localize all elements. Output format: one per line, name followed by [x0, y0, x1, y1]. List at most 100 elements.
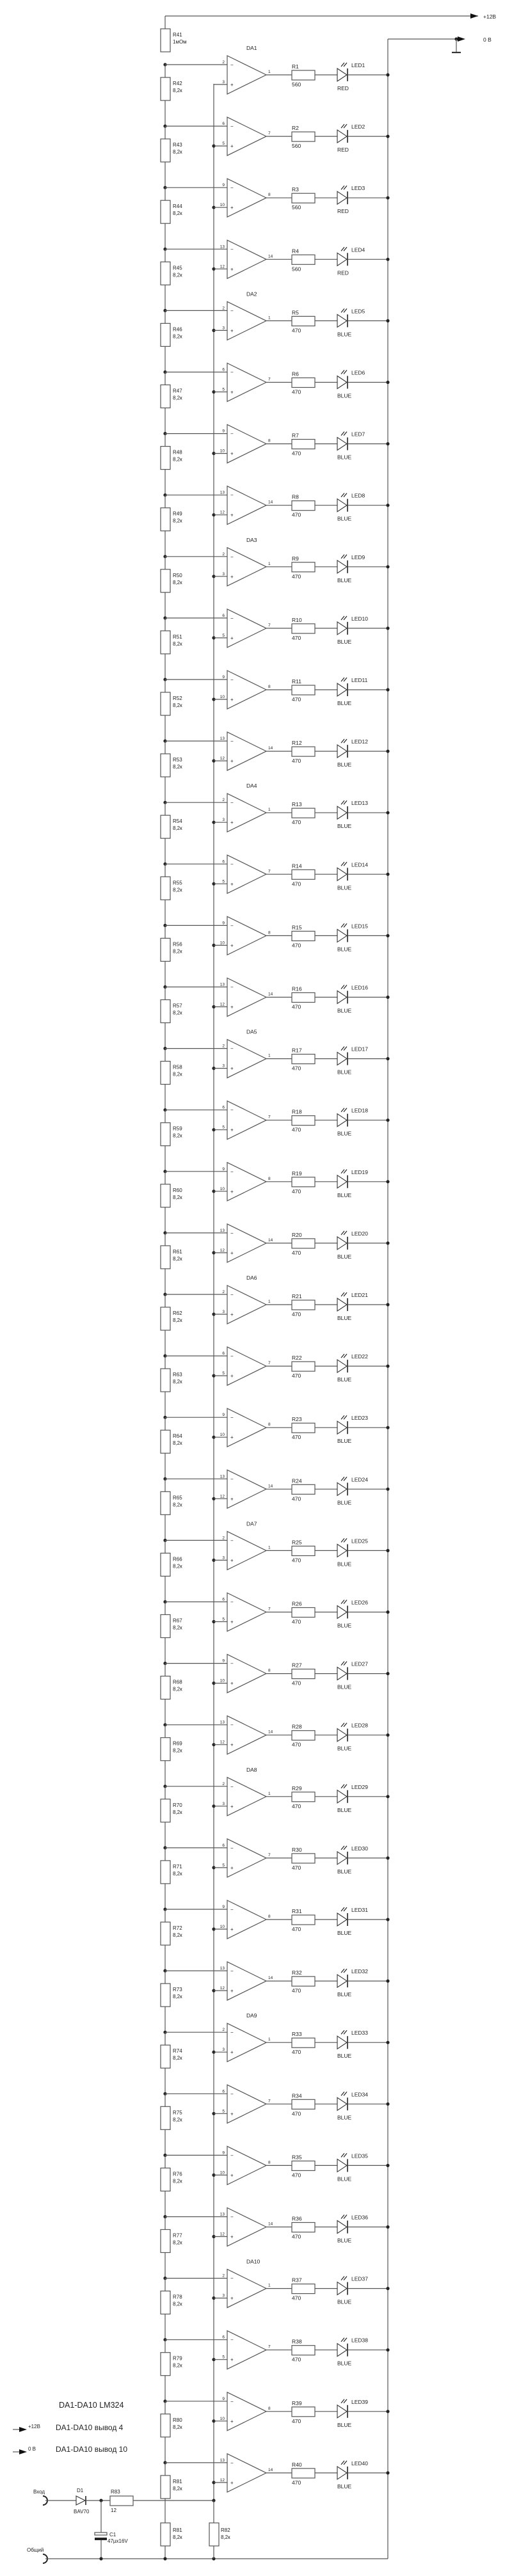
divider-resistor: [160, 261, 171, 285]
minus-sign: −: [230, 1722, 234, 1728]
pin-number: 10: [220, 449, 225, 454]
resistor-ref: R74: [173, 2048, 182, 2054]
resistor-value: 8,2к: [173, 1133, 182, 1139]
led-icon: [337, 1297, 348, 1312]
led-color: BLUE: [337, 1561, 352, 1567]
led-icon: [337, 1420, 348, 1435]
resistor-value: 8,2к: [173, 1072, 182, 1077]
resistor-ref: R27: [292, 1662, 302, 1669]
current-limit-resistor: [291, 2406, 316, 2417]
led-ref: LED32: [351, 1968, 368, 1975]
pin-number: 1: [268, 2284, 271, 2288]
led-icon: [337, 867, 348, 882]
led-color: BLUE: [337, 1376, 352, 1383]
plus-sign: +: [230, 1373, 234, 1379]
resistor-value: 8,2к: [173, 1195, 182, 1200]
junction-dot: [386, 1672, 390, 1676]
led-icon: [337, 2220, 348, 2234]
resistor-ref: R64: [173, 1433, 182, 1439]
resistor-ref: R22: [292, 1355, 302, 1361]
resistor-ref: R36: [292, 2216, 302, 2222]
current-limit-resistor: [291, 992, 316, 1003]
divider-resistor: [160, 1184, 171, 1208]
divider-resistor: [160, 692, 171, 716]
resistor-value: 470: [292, 327, 301, 333]
common-label: Общий: [27, 2547, 44, 2553]
pin-number: 13: [220, 1721, 225, 1725]
resistor-value: 8,2к: [173, 272, 182, 278]
pin-number: 9: [222, 1905, 225, 1909]
pin-number: 13: [220, 2213, 225, 2217]
plus-sign: +: [230, 1127, 234, 1133]
pin-number: 6: [222, 2089, 225, 2094]
led-ref: LED15: [351, 923, 368, 929]
resistor-ref: R44: [173, 203, 182, 209]
resistor-value: 470: [292, 1557, 301, 1563]
light-emission-icon: [340, 1600, 348, 1604]
current-limit-resistor: [291, 1422, 316, 1433]
divider-resistor: [160, 2413, 171, 2438]
pin-number: 14: [268, 1730, 273, 1735]
light-emission-icon: [340, 2460, 348, 2465]
resistor-ref: R80: [173, 2417, 182, 2423]
opamp-triangle-icon: [227, 670, 268, 710]
minus-sign: −: [230, 1046, 234, 1052]
plus-sign: +: [230, 2357, 234, 2363]
current-limit-resistor: [291, 70, 316, 81]
resistor-value: 470: [292, 1680, 301, 1687]
opamp-triangle-icon: [227, 1592, 268, 1632]
input-label: Вход: [33, 2489, 45, 2495]
current-limit-resistor: [291, 377, 316, 388]
resistor-ref: R56: [173, 941, 182, 947]
led-ref: LED19: [351, 1169, 368, 1175]
pin-number: 10: [220, 2170, 225, 2175]
current-limit-resistor: [291, 1976, 316, 1987]
light-emission-icon: [340, 985, 348, 989]
resistor-ref: R62: [173, 1310, 182, 1316]
minus-sign: −: [230, 1784, 234, 1790]
led-ref: LED8: [351, 493, 365, 499]
led-ref: LED4: [351, 246, 365, 253]
light-emission-icon: [340, 2337, 348, 2342]
resistor-ref: R50: [173, 573, 182, 578]
minus-sign: −: [230, 308, 234, 314]
led-ref: LED37: [351, 2276, 368, 2282]
pin-number: 13: [220, 2458, 225, 2463]
junction-dot: [386, 1856, 390, 1860]
resistor-ref: R21: [292, 1293, 302, 1300]
led-icon: [337, 928, 348, 943]
resistor-r41: [160, 28, 171, 52]
minus-sign: −: [230, 1353, 234, 1359]
led-icon: [337, 559, 348, 574]
resistor-ref: R76: [173, 2171, 182, 2177]
light-emission-icon: [340, 616, 348, 621]
resistor-r81: [160, 2522, 171, 2547]
resistor-ref: R24: [292, 1477, 302, 1484]
divider-resistor: [160, 138, 171, 163]
resistor-value: 470: [292, 1372, 301, 1379]
led-icon: [337, 1113, 348, 1127]
led-icon: [337, 1728, 348, 1742]
plus-sign: +: [230, 451, 234, 457]
minus-sign: −: [230, 677, 234, 683]
plus-sign: +: [230, 1927, 234, 1932]
opamp-triangle-icon: [227, 1838, 268, 1878]
opamp-chip-label: DA4: [246, 783, 257, 789]
pin-number: 7: [268, 869, 271, 873]
resistor-ref: R40: [292, 2461, 302, 2468]
resistor-ref: R54: [173, 818, 182, 824]
plus-sign: +: [230, 1250, 234, 1256]
opamp-triangle-icon: [227, 1161, 268, 1202]
opamp-chip-label: DA5: [246, 1029, 257, 1035]
pin-number: 8: [268, 1914, 271, 1919]
junction-dot: [386, 2348, 390, 2352]
current-limit-resistor: [291, 1730, 316, 1741]
current-limit-resistor: [291, 1545, 316, 1556]
pin-number: 10: [220, 2417, 225, 2421]
led-ref: LED25: [351, 1538, 368, 1544]
resistor-value: 470: [292, 942, 301, 948]
resistor-ref: R81: [173, 2527, 182, 2533]
resistor-ref: R5: [292, 309, 299, 315]
resistor-ref: R14: [292, 863, 302, 869]
pin-number: 14: [268, 746, 273, 751]
